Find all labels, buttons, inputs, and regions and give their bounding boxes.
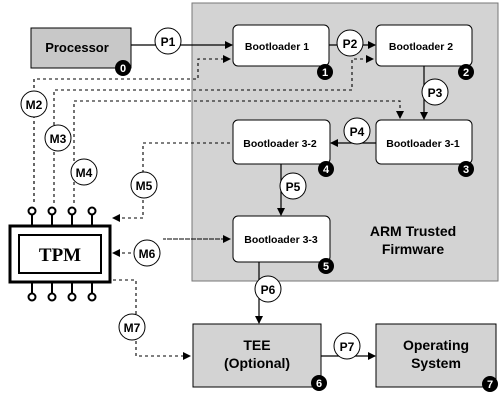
bootloader-2-label: Bootloader 2 [389, 41, 453, 53]
path-label-p4: P4 [350, 125, 365, 139]
bootloader-3-2-label: Bootloader 3-2 [243, 138, 317, 150]
bootloader-3-3-box: Bootloader 3-3 5 [232, 215, 334, 274]
measure-label-m5: M5 [136, 179, 153, 193]
badge-4: 4 [323, 164, 330, 176]
path-label-p2: P2 [343, 37, 358, 51]
region-label-line1: ARM Trusted [370, 223, 456, 239]
badge-0: 0 [120, 63, 126, 75]
bootloader-2-box: Bootloader 2 2 [375, 24, 474, 80]
measure-arrow-m5 [112, 142, 230, 222]
path-label-p7: P7 [340, 340, 355, 354]
bootloader-3-1-box: Bootloader 3-1 3 [375, 119, 474, 177]
badge-3: 3 [463, 164, 469, 176]
measure-label-m3: M3 [50, 132, 67, 146]
tee-label-line1: TEE [243, 337, 270, 353]
tee-box: TEE (Optional) 6 [192, 323, 327, 391]
badge-5: 5 [323, 261, 329, 273]
path-label-p3: P3 [428, 86, 443, 100]
path-label-p5: P5 [286, 180, 301, 194]
tee-label-line2: (Optional) [224, 355, 290, 371]
measure-arrow-m4 [73, 100, 404, 203]
os-label-line2: System [411, 355, 461, 371]
bootloader-1-label: Bootloader 1 [245, 41, 309, 53]
badge-2: 2 [463, 67, 469, 79]
measurement-labels: M2 M3 M4 M5 M6 M7 [20, 90, 161, 341]
measure-label-m4: M4 [76, 166, 93, 180]
path-label-p1: P1 [161, 35, 176, 49]
operating-system-box: Operating System 7 [375, 323, 498, 392]
processor-box: Processor 0 [30, 27, 132, 76]
bootloader-3-3-label: Bootloader 3-3 [244, 234, 318, 246]
os-label-line1: Operating [403, 337, 469, 353]
processor-label: Processor [45, 40, 109, 55]
badge-7: 7 [487, 379, 493, 391]
measure-label-m2: M2 [26, 98, 43, 112]
badge-1: 1 [322, 67, 328, 79]
region-label-line2: Firmware [382, 241, 444, 257]
measure-label-m6: M6 [139, 247, 156, 261]
measure-label-m7: M7 [124, 321, 141, 335]
bootloader-3-1-label: Bootloader 3-1 [386, 138, 460, 150]
path-labels: P1 P2 P3 P4 P5 P6 P7 [154, 27, 449, 360]
path-label-p6: P6 [261, 283, 276, 297]
bootloader-3-2-box: Bootloader 3-2 4 [232, 119, 334, 177]
measure-arrow-m3 [53, 55, 374, 203]
tpm-label: TPM [39, 245, 81, 266]
tpm-chip: TPM [8, 206, 112, 302]
badge-6: 6 [316, 378, 322, 390]
